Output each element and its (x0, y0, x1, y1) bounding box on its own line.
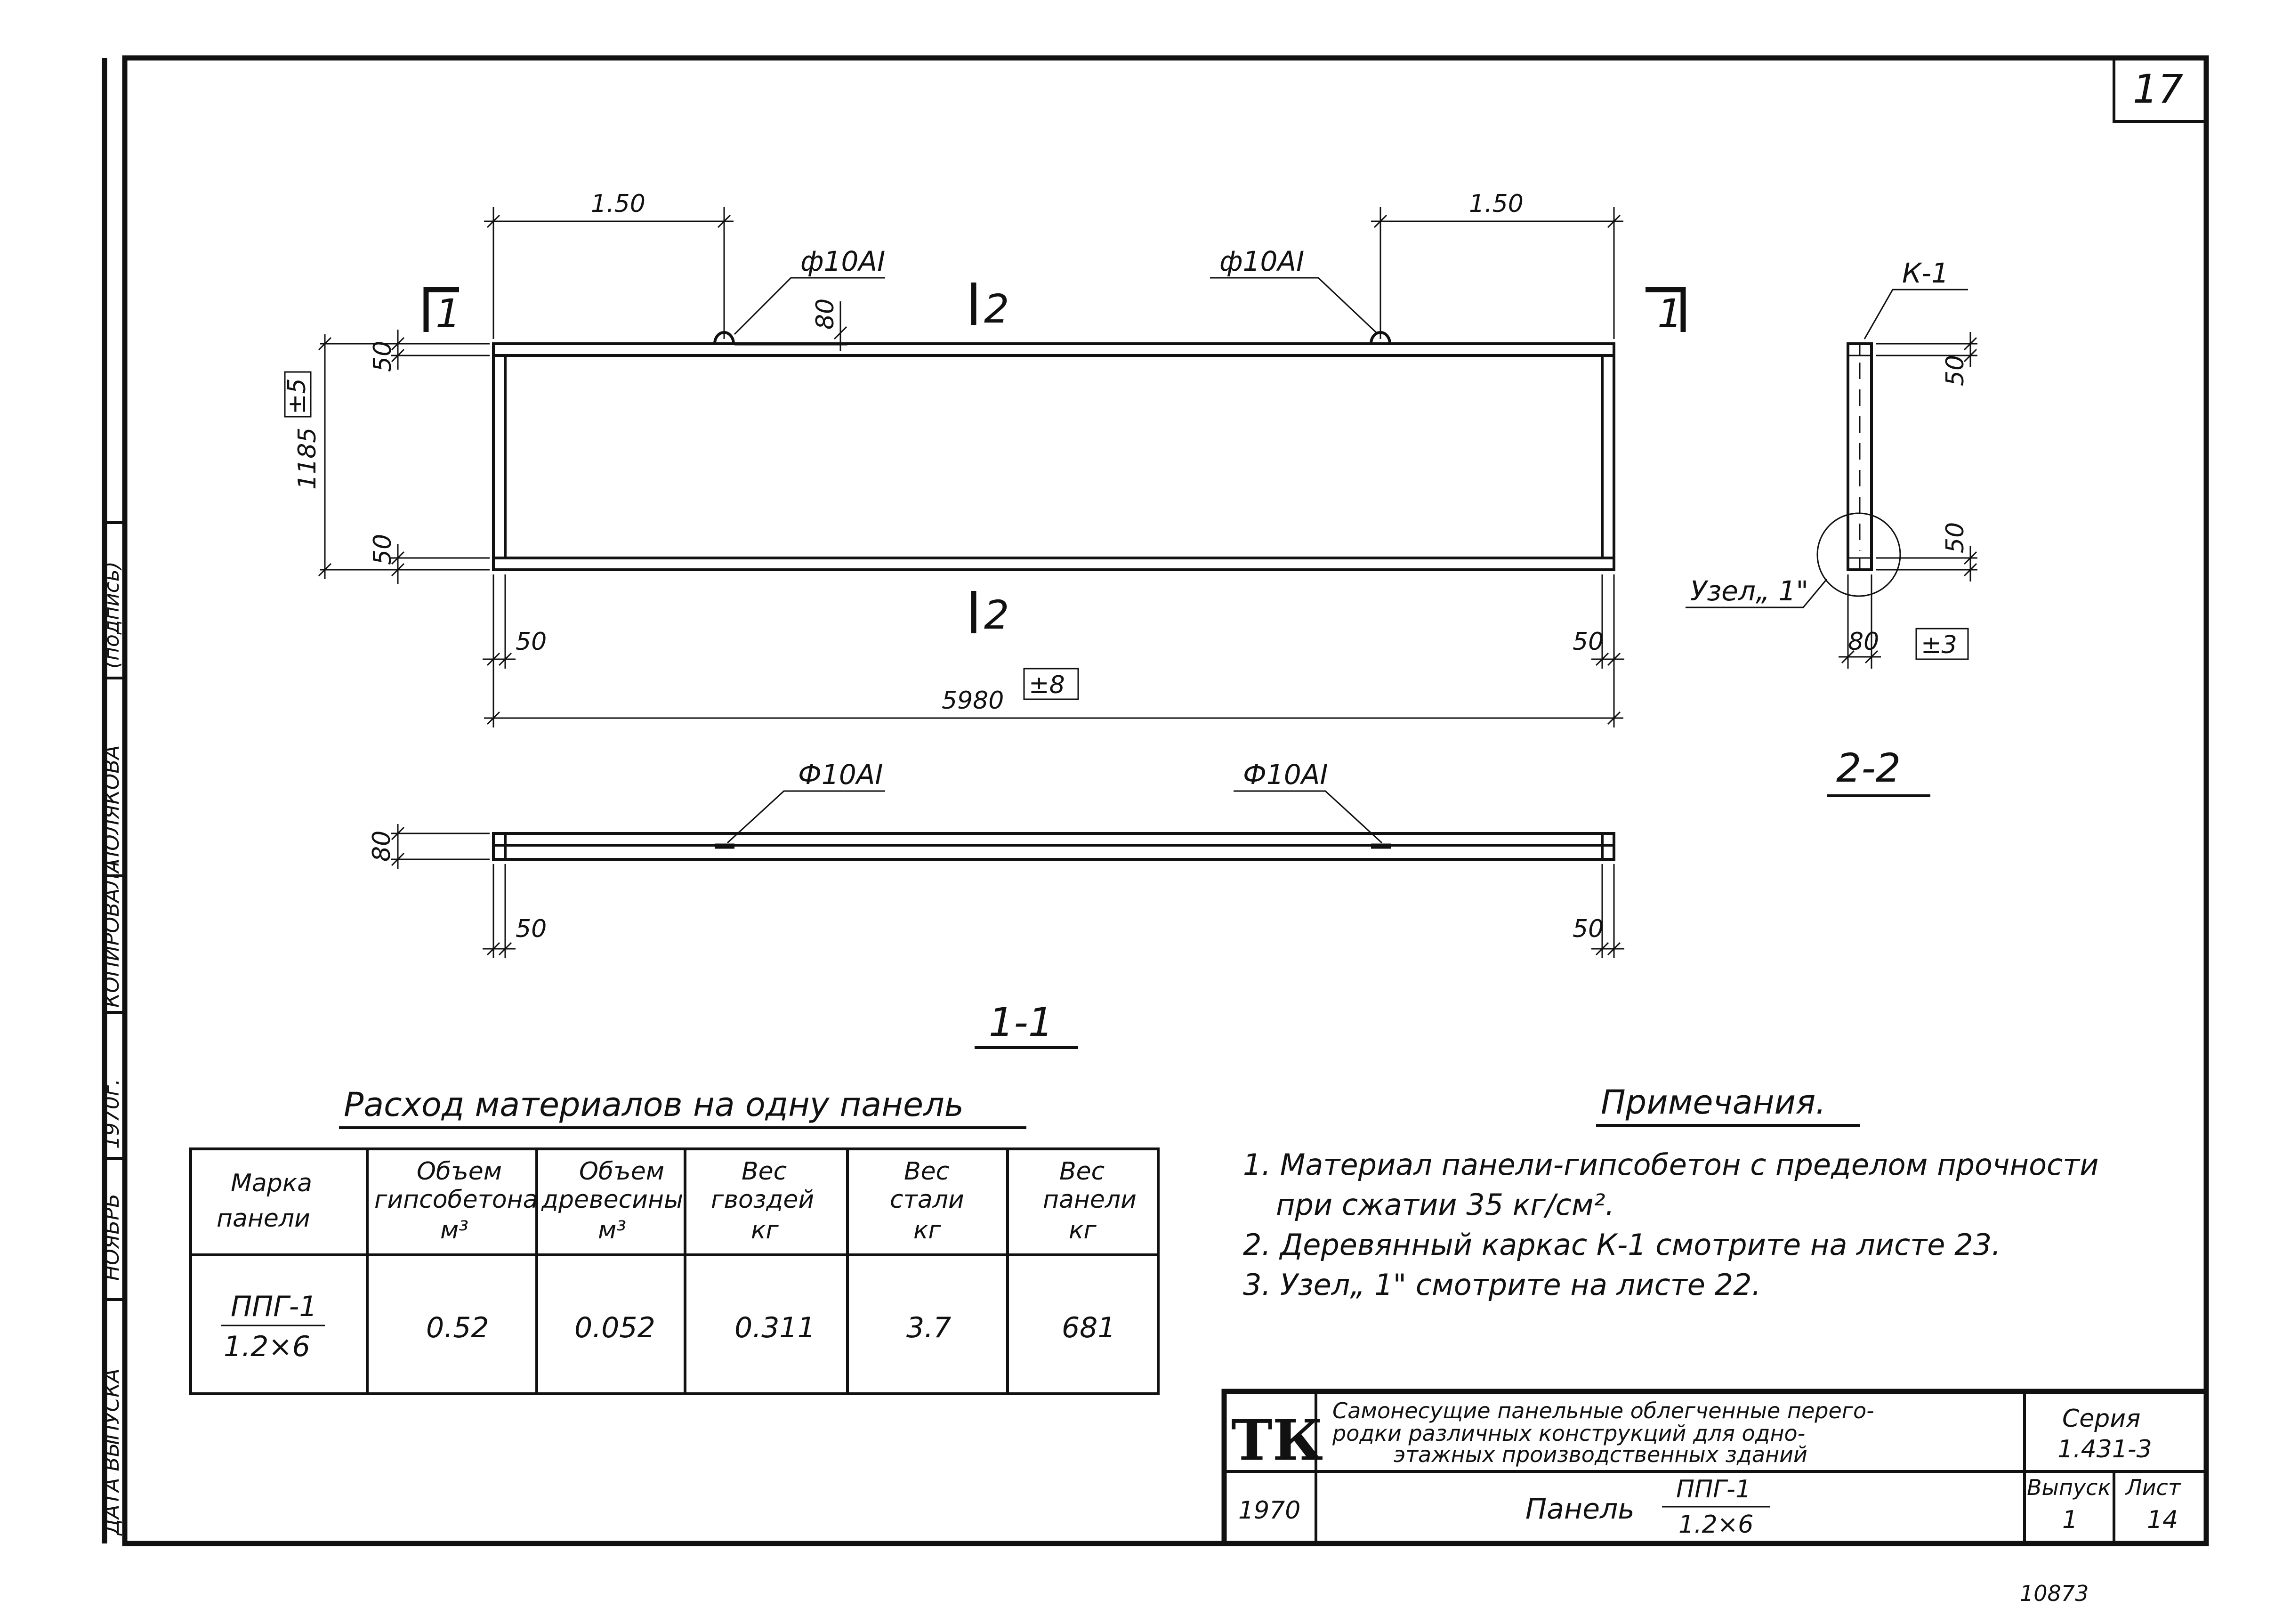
header-gypsum-1: Объем (417, 1157, 502, 1186)
rod-label-right: ф10АI (1219, 245, 1304, 277)
header-nails-1: Вес (742, 1157, 787, 1186)
section-1-1: Ф10АI Ф10АI 80 50 50 1-1 (368, 759, 1624, 1049)
section22-frame-label: К-1 (1902, 257, 1949, 289)
section11-dim-50-right: 50 (1573, 915, 1604, 943)
sheet-frame: 17 10873 (102, 55, 2209, 1606)
note-2: 2. Деревянный каркас К-1 смотрите на лис… (1243, 1228, 2001, 1262)
section11-dim-50-left: 50 (516, 915, 547, 943)
header-mark-2: панели (217, 1204, 310, 1233)
year: 1970 (1238, 1496, 1300, 1525)
dim-50-left: 50 (516, 628, 547, 656)
description-line-1: Самонесущие панельные облегченные перего… (1332, 1398, 1874, 1423)
stamp-month: НОЯБРЬ (100, 1194, 124, 1281)
dim-top-right: 1.50 (1469, 190, 1524, 218)
note-3: 3. Узел„ 1" смотрите на листе 22. (1243, 1268, 1761, 1302)
series-value: 1.431-3 (2057, 1435, 2152, 1463)
header-gypsum-3: м³ (440, 1216, 468, 1244)
logo-tk: ТК (1231, 1407, 1323, 1473)
header-steel-3: кг (913, 1216, 941, 1244)
section-2-2: К-1 50 50 Узел„ 1" 80 ±3 2-2 (1686, 257, 1977, 797)
cell-panel: 681 (1062, 1311, 1116, 1344)
section22-node-label: Узел„ 1" (1690, 575, 1808, 607)
sheet-label: Лист (2125, 1475, 2181, 1500)
series-label: Серия (2062, 1405, 2140, 1433)
sheet-value: 14 (2147, 1506, 2178, 1534)
rod-label-left: ф10АI (800, 245, 885, 277)
header-nails-2: гвоздей (711, 1186, 814, 1214)
notes-title: Примечания. (1601, 1083, 1826, 1122)
table-row: ППГ-1 1.2×6 0.52 0.052 0.311 3.7 681 (221, 1290, 1116, 1363)
node-1-circle (1816, 512, 1901, 597)
tol-height: ±5 (283, 378, 311, 414)
materials-table: Расход материалов на одну панель Марка п… (189, 1085, 1160, 1395)
cell-wood: 0.052 (574, 1311, 655, 1344)
table-header: Марка панели Объем гипсобетона м³ Объем … (217, 1157, 1137, 1244)
header-wood-1: Объем (579, 1157, 664, 1186)
header-mark-1: Марка (231, 1169, 312, 1197)
dim-50-right: 50 (1573, 628, 1604, 656)
title-block: ТК Самонесущие панельные облегченные пер… (1221, 1389, 2209, 1546)
header-gypsum-2: гипсобетона (374, 1186, 538, 1214)
side-stamp: ДАТА ВЫПУСКА НОЯБРЬ 1970г. КОПИРОВАЛА ПО… (100, 521, 125, 1536)
panel-plan-view: 1.50 1.50 ф10АI ф10АI 80 1 1 2 2 (283, 190, 1686, 727)
section11-dim-80: 80 (368, 831, 396, 862)
dim-height: 1185 (293, 428, 322, 490)
stamp-year: 1970г. (100, 1079, 124, 1149)
section22-dim-50-top: 50 (1941, 355, 1969, 386)
dim-50-top: 50 (369, 341, 397, 372)
cell-mark-numerator: ППГ-1 (231, 1290, 317, 1323)
dim-50-bottom: 50 (369, 534, 397, 565)
section22-dim-80: 80 (1848, 628, 1879, 656)
sheet-number: 17 (2133, 66, 2183, 112)
section11-title: 1-1 (989, 999, 1053, 1045)
header-steel-1: Вес (904, 1157, 949, 1186)
note-1-line-2: при сжатии 35 кг/см². (1276, 1188, 1614, 1222)
section11-rod-left: Ф10АI (798, 759, 883, 791)
dim-top-left: 1.50 (591, 190, 645, 218)
tol-length: ±8 (1029, 671, 1065, 699)
section22-dim-50-bottom: 50 (1941, 522, 1969, 553)
section-2-mark-bottom: 2 (984, 592, 1009, 638)
header-steel-2: стали (890, 1186, 964, 1214)
header-wood-3: м³ (598, 1216, 626, 1244)
issue-value: 1 (2062, 1506, 2078, 1534)
materials-title: Расход материалов на одну панель (344, 1085, 964, 1124)
stamp-copied-name: ПОЛЯКОВА (100, 745, 124, 866)
archive-number: 10873 (2020, 1581, 2089, 1606)
panel-name-numerator: ППГ-1 (1676, 1475, 1751, 1503)
section-2-mark-top: 2 (984, 286, 1009, 332)
section-1-mark-right: 1 (1657, 291, 1682, 337)
dim-80-plan: 80 (811, 299, 839, 330)
section22-tol: ±3 (1921, 631, 1957, 659)
description-line-2: родки различных конструкций для одно- (1332, 1421, 1805, 1446)
section22-title: 2-2 (1836, 745, 1901, 791)
stamp-signature: (подпись) (100, 561, 124, 669)
note-1-line-1: 1. Материал панели-гипсобетон с пределом… (1243, 1147, 2099, 1182)
stamp-copied-label: КОПИРОВАЛА (100, 858, 124, 1008)
header-panel-3: кг (1069, 1216, 1097, 1244)
dim-length: 5980 (942, 687, 1004, 715)
header-wood-2: древесины (541, 1186, 683, 1214)
panel-name-denominator: 1.2×6 (1678, 1511, 1753, 1539)
stamp-date-label: ДАТА ВЫПУСКА (100, 1368, 124, 1536)
description-line-3: этажных производственных зданий (1394, 1442, 1807, 1467)
cell-gypsum: 0.52 (426, 1311, 489, 1344)
cell-mark-denominator: 1.2×6 (224, 1330, 310, 1363)
section11-rod-right: Ф10АI (1243, 759, 1328, 791)
cell-steel: 3.7 (906, 1311, 951, 1344)
header-nails-3: кг (751, 1216, 779, 1244)
issue-label: Выпуск (2027, 1475, 2111, 1500)
header-panel-2: панели (1043, 1186, 1137, 1214)
section-1-mark-left: 1 (436, 291, 460, 337)
cell-nails: 0.311 (734, 1311, 815, 1344)
header-panel-1: Вес (1059, 1157, 1105, 1186)
notes: Примечания. 1. Материал панели-гипсобето… (1243, 1083, 2099, 1302)
panel-name-prefix: Панель (1525, 1493, 1635, 1526)
